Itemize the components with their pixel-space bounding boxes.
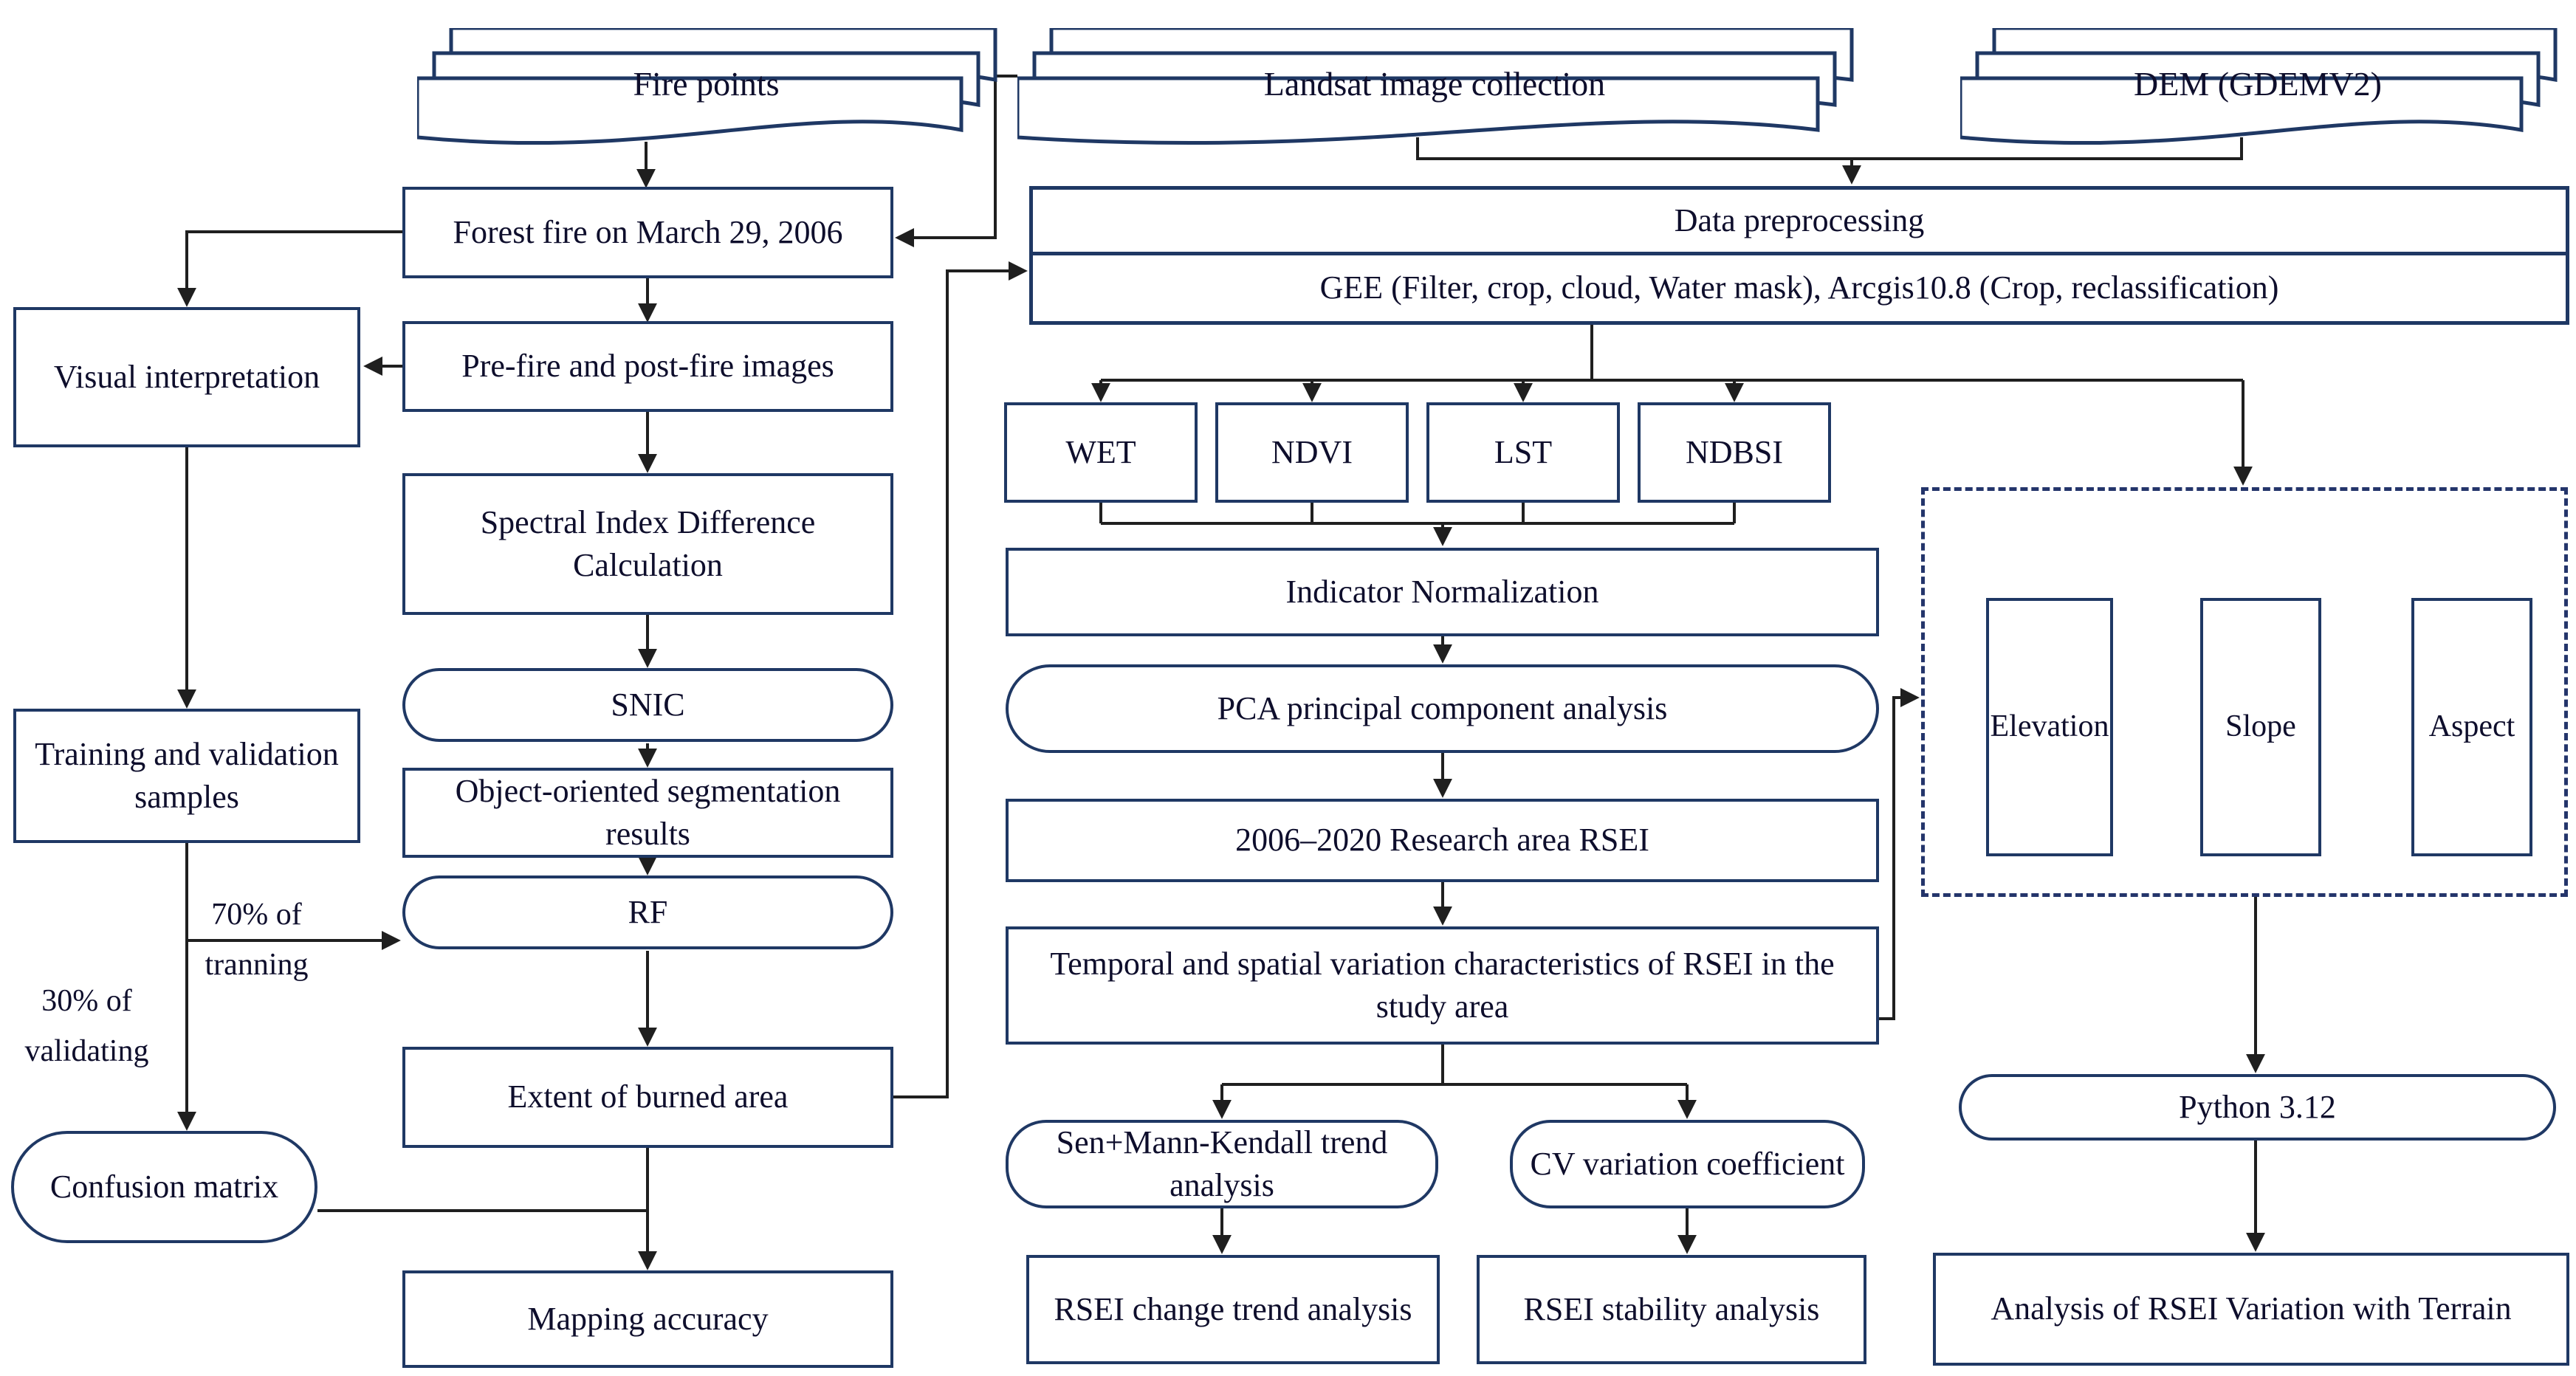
lst-node: LST [1426, 402, 1620, 503]
forest-fire-node: Forest fire on March 29, 2006 [402, 187, 893, 278]
pca-node: PCA principal component analysis [1006, 664, 1879, 753]
object-segmentation-node: Object-oriented segmentation results [402, 768, 893, 858]
edge-landsat-dem-bus [1416, 137, 2243, 160]
data-preprocessing-title: Data preprocessing [1674, 202, 1925, 238]
spectral-diff-node: Spectral Index Difference Calculation [402, 473, 893, 615]
edge-extent-datapre [893, 261, 1028, 1098]
training-samples-node: Training and validation samples [13, 709, 360, 843]
slope-node: Slope [2200, 598, 2321, 856]
confusion-matrix-node: Confusion matrix [11, 1131, 317, 1243]
edge-temporal-terrain [1879, 688, 1920, 1020]
data-preprocessing-node: Data preprocessing GEE (Filter, crop, cl… [1029, 186, 2569, 325]
temporal-spatial-node: Temporal and spatial variation character… [1006, 926, 1879, 1045]
terrain-group-container [1921, 487, 2568, 897]
indicator-normalization-node: Indicator Normalization [1006, 548, 1879, 636]
snic-node: SNIC [402, 668, 893, 742]
elevation-node: Elevation [1986, 598, 2113, 856]
dem-document-icon [1960, 28, 2558, 145]
pre-post-images-node: Pre-fire and post-fire images [402, 321, 893, 412]
visual-interpretation-node: Visual interpretation [13, 307, 360, 447]
analysis-terrain-node: Analysis of RSEI Variation with Terrain [1933, 1253, 2569, 1366]
landsat-document-icon [1017, 28, 1854, 145]
fire-points-document-icon [417, 28, 997, 145]
landsat-node: Landsat image collection [1263, 64, 1606, 103]
rsei-change-node: RSEI change trend analysis [1026, 1255, 1440, 1364]
rf-node: RF [402, 876, 893, 949]
data-preprocessing-detail: GEE (Filter, crop, cloud, Water mask), A… [1319, 269, 2279, 306]
extent-burned-node: Extent of burned area [402, 1047, 893, 1148]
rsei-2006-2020-node: 2006–2020 Research area RSEI [1006, 799, 1879, 882]
sen-mk-node: Sen+Mann-Kendall trend analysis [1006, 1120, 1438, 1208]
ndbsi-node: NDBSI [1638, 402, 1831, 503]
edge-forestfire-visual [177, 230, 402, 307]
cv-node: CV variation coefficient [1510, 1120, 1865, 1208]
data-preprocessing-divider [1029, 252, 2569, 255]
aspect-node: Aspect [2411, 598, 2532, 856]
python-node: Python 3.12 [1959, 1074, 2556, 1141]
edge-landsat-forestfire [895, 75, 1017, 247]
mapping-accuracy-node: Mapping accuracy [402, 1270, 893, 1368]
wet-node: WET [1004, 402, 1198, 503]
ndvi-node: NDVI [1215, 402, 1409, 503]
fire-points-node: Fire points [633, 64, 780, 103]
rsei-stability-node: RSEI stability analysis [1477, 1255, 1866, 1364]
dem-node: DEM (GDEMV2) [2133, 64, 2382, 103]
